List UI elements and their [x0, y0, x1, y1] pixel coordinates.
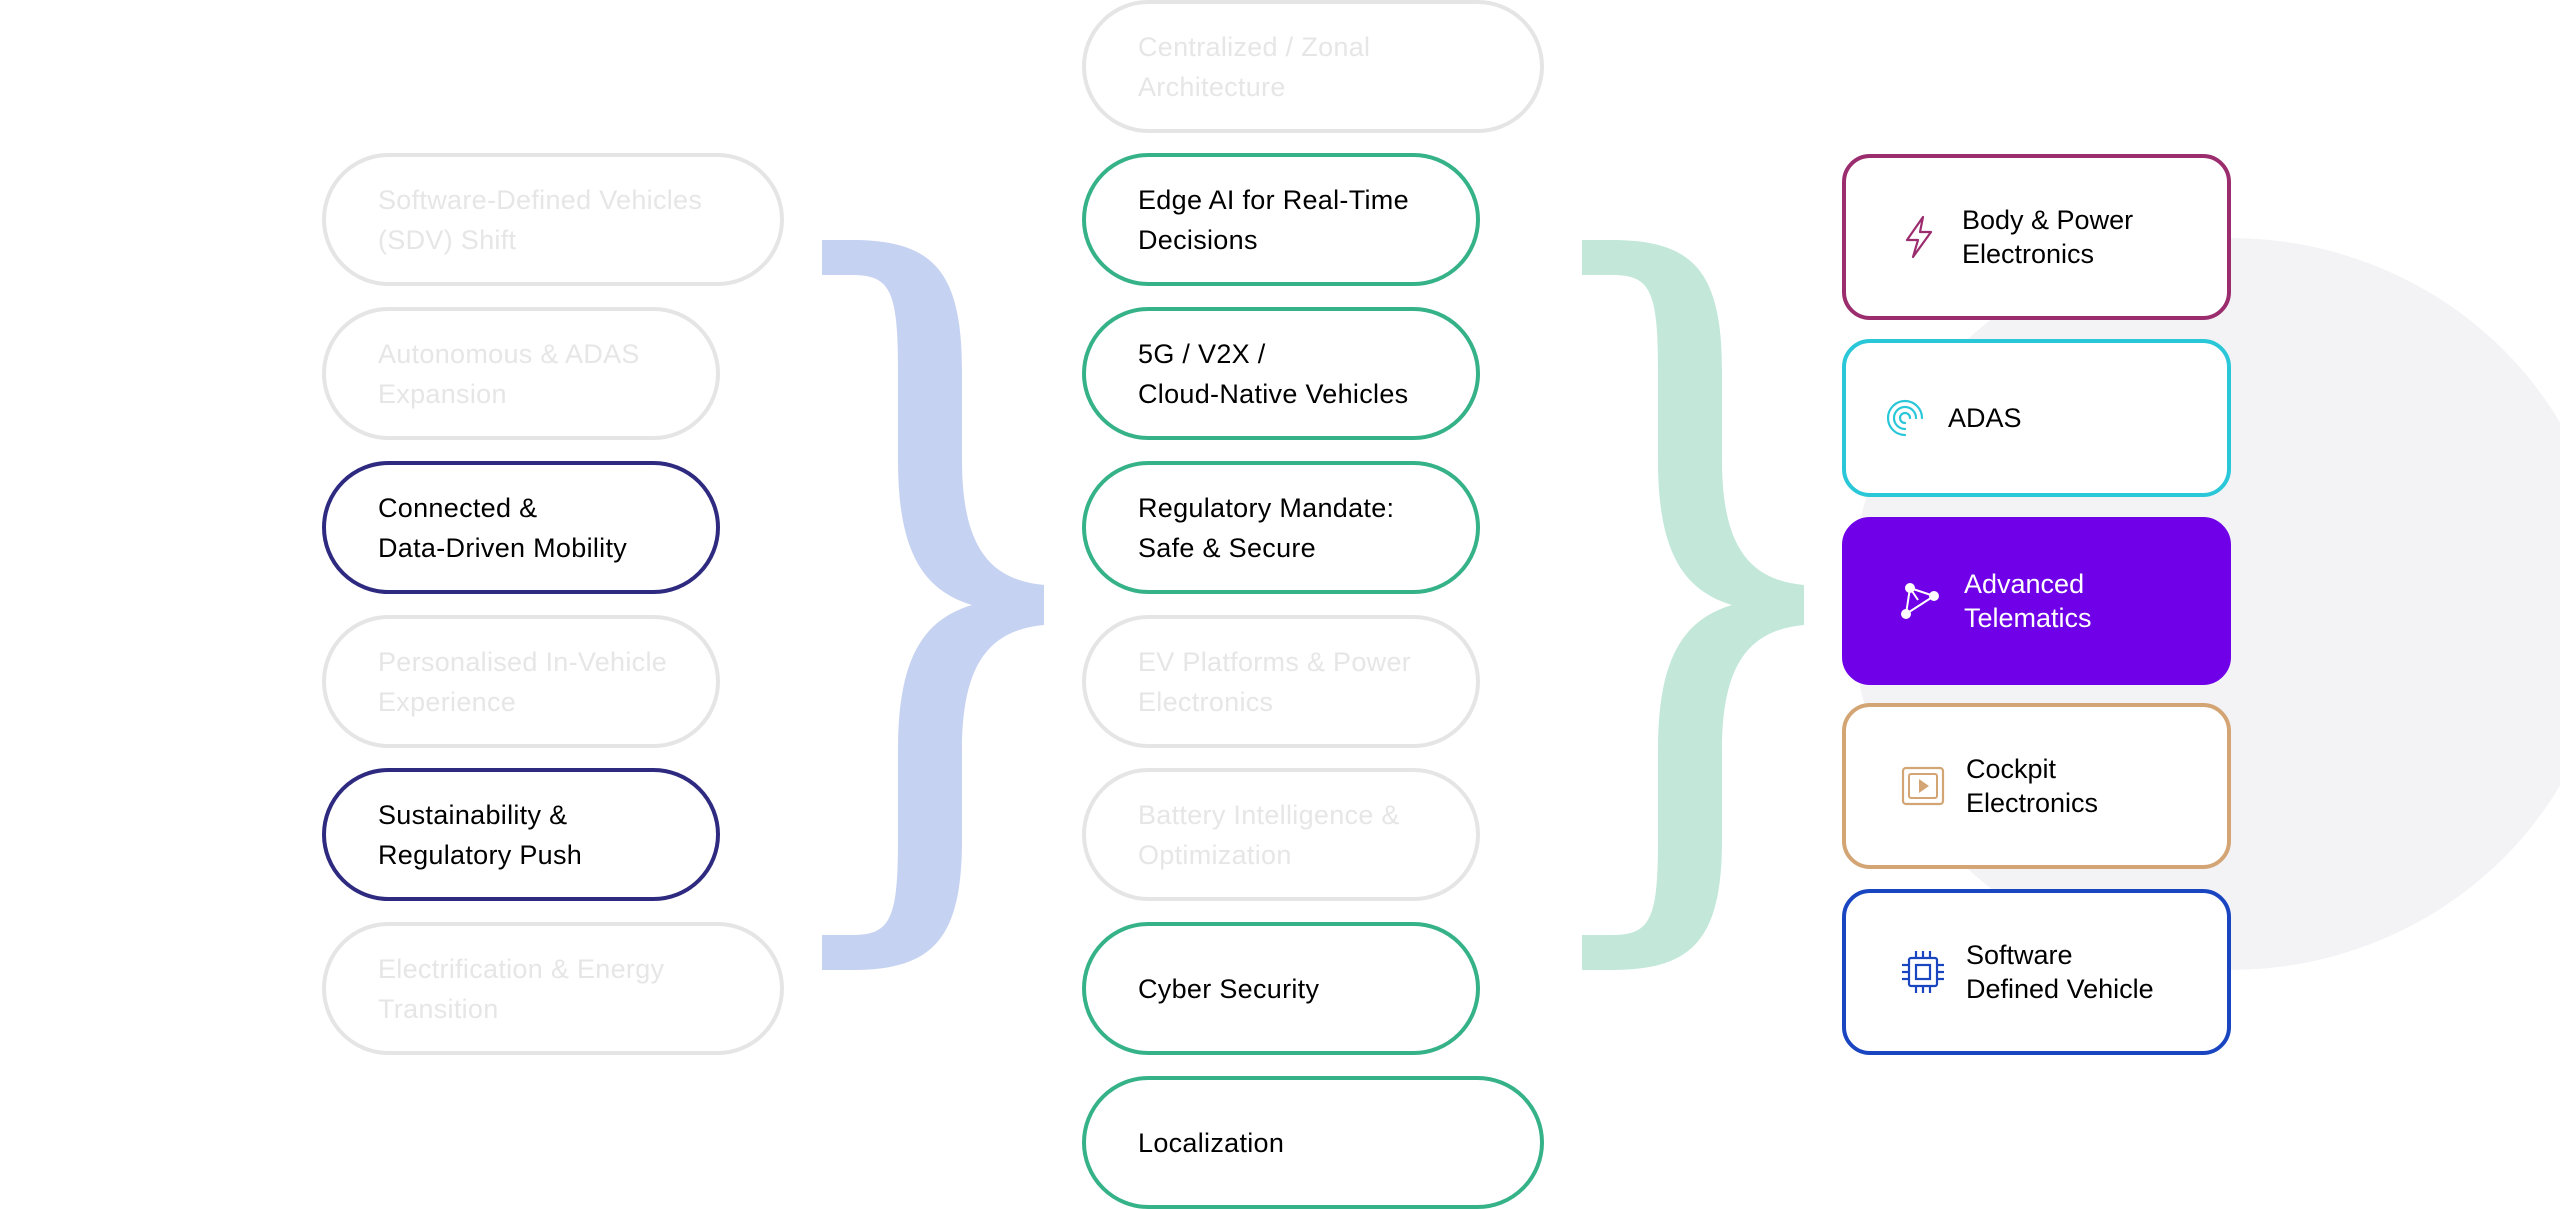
- card-label: Body & Power Electronics: [1962, 205, 2134, 269]
- card-label: ADAS: [1948, 403, 2022, 433]
- middle-pill-edge-ai[interactable]: Edge AI for Real-Time Decisions: [1082, 153, 1480, 286]
- left-pill-autonomous-adas[interactable]: Autonomous & ADAS Expansion: [322, 307, 720, 440]
- left-pill-sustainability[interactable]: Sustainability & Regulatory Push: [322, 768, 720, 901]
- left-pill-personalised-experience[interactable]: Personalised In-Vehicle Experience: [322, 615, 720, 748]
- middle-pill-cyber-security[interactable]: Cyber Security: [1082, 922, 1480, 1055]
- card-label: Advanced Telematics: [1964, 569, 2092, 633]
- left-pill-electrification[interactable]: Electrification & Energy Transition: [322, 922, 784, 1055]
- radar-icon: [1882, 395, 1928, 441]
- chip-icon: [1900, 949, 1946, 995]
- card-body-power-electronics[interactable]: Body & Power Electronics: [1842, 154, 2231, 320]
- left-pill-connected-mobility[interactable]: Connected & Data-Driven Mobility: [322, 461, 720, 594]
- lightning-icon: [1896, 214, 1942, 260]
- middle-pill-regulatory-mandate[interactable]: Regulatory Mandate: Safe & Secure: [1082, 461, 1480, 594]
- middle-pill-battery-intelligence[interactable]: Battery Intelligence & Optimization: [1082, 768, 1480, 901]
- card-cockpit-electronics[interactable]: Cockpit Electronics: [1842, 703, 2231, 869]
- card-adas[interactable]: ADAS: [1842, 339, 2231, 497]
- middle-pill-zonal-architecture[interactable]: Centralized / Zonal Architecture: [1082, 0, 1544, 133]
- middle-pill-5g-v2x[interactable]: 5G / V2X / Cloud-Native Vehicles: [1082, 307, 1480, 440]
- card-label: Software Defined Vehicle: [1966, 940, 2154, 1004]
- left-brace: [822, 240, 1044, 970]
- card-software-defined-vehicle[interactable]: Software Defined Vehicle: [1842, 889, 2231, 1055]
- play-screen-icon: [1900, 763, 1946, 809]
- right-brace: [1582, 240, 1804, 970]
- middle-pill-localization[interactable]: Localization: [1082, 1076, 1544, 1209]
- left-pill-sdv-shift[interactable]: Software-Defined Vehicles (SDV) Shift: [322, 153, 784, 286]
- card-label: Cockpit Electronics: [1966, 754, 2099, 818]
- middle-pill-ev-platforms[interactable]: EV Platforms & Power Electronics: [1082, 615, 1480, 748]
- card-advanced-telematics[interactable]: Advanced Telematics: [1842, 517, 2231, 685]
- network-nodes-icon: [1898, 578, 1944, 624]
